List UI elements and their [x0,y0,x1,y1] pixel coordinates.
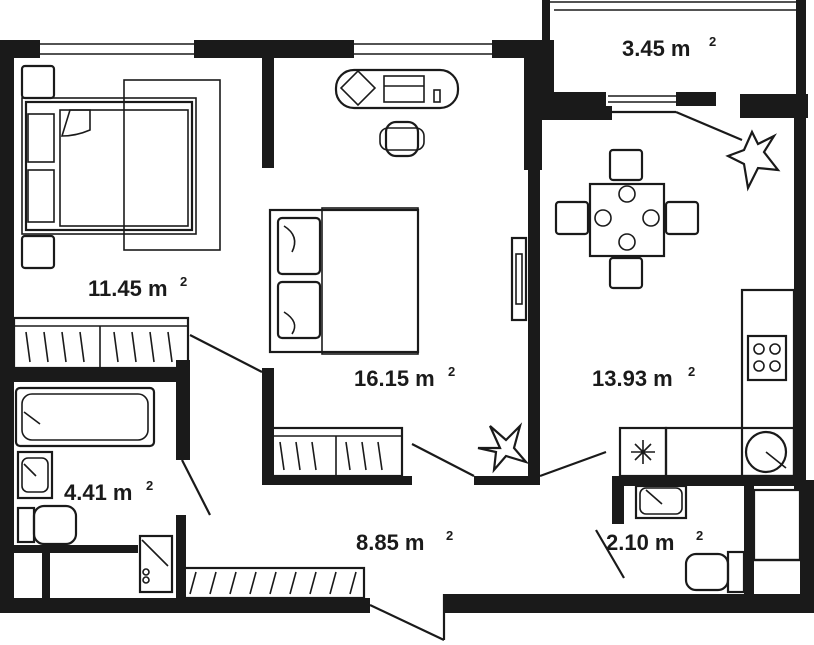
room-area-living: 16.15 m [354,366,435,391]
room-area-bathroom: 4.41 m [64,480,133,505]
bathtub [14,386,156,448]
tv [510,236,528,322]
sofa-bed [268,207,420,355]
room-area-kitchen: 13.93 m [592,366,673,391]
unit-superscript: 2 [448,364,455,379]
room-area-balcony: 3.45 m [622,36,691,61]
windows [40,1,796,103]
toilet-bathroom [16,504,78,546]
stove [746,334,788,382]
room-area-wc: 2.10 m [606,530,675,555]
bed-double [21,79,221,251]
desk-chair [379,120,425,158]
room-label-bedroom: 11.45 m 2 [88,274,187,301]
wardrobe-living [268,426,404,478]
nightstands [20,64,56,270]
unit-superscript: 2 [446,528,453,543]
dining-chairs [554,148,700,290]
room-area-bedroom: 11.45 m [88,276,168,301]
room-label-wc: 2.10 m 2 [606,528,703,555]
unit-superscript: 2 [146,478,153,493]
wardrobe-bedroom [12,316,190,370]
room-area-hallway: 8.85 m [356,530,425,555]
sink-bathroom [16,450,54,500]
boiler [138,534,174,594]
wardrobe-hallway [182,566,366,600]
plant-living [477,422,530,474]
room-label-hallway: 8.85 m 2 [356,528,453,555]
plant-kitchen [725,129,781,192]
unit-superscript: 2 [696,528,703,543]
walls [0,0,814,613]
shaft [752,488,802,562]
unit-superscript: 2 [709,34,716,49]
fridge-icon [631,440,655,464]
desk [334,68,460,110]
room-label-balcony: 3.45 m 2 [622,34,716,61]
dining-table [588,182,666,258]
room-label-kitchen: 13.93 m 2 [592,364,695,391]
unit-superscript: 2 [688,364,695,379]
sink-wc [634,484,688,520]
room-label-living: 16.15 m 2 [354,364,455,391]
kitchen-counter [618,288,796,478]
unit-superscript: 2 [180,274,187,289]
toilet-wc [684,550,746,594]
doors [181,110,743,641]
sink-kitchen [744,430,788,474]
room-label-bathroom: 4.41 m 2 [64,478,153,505]
